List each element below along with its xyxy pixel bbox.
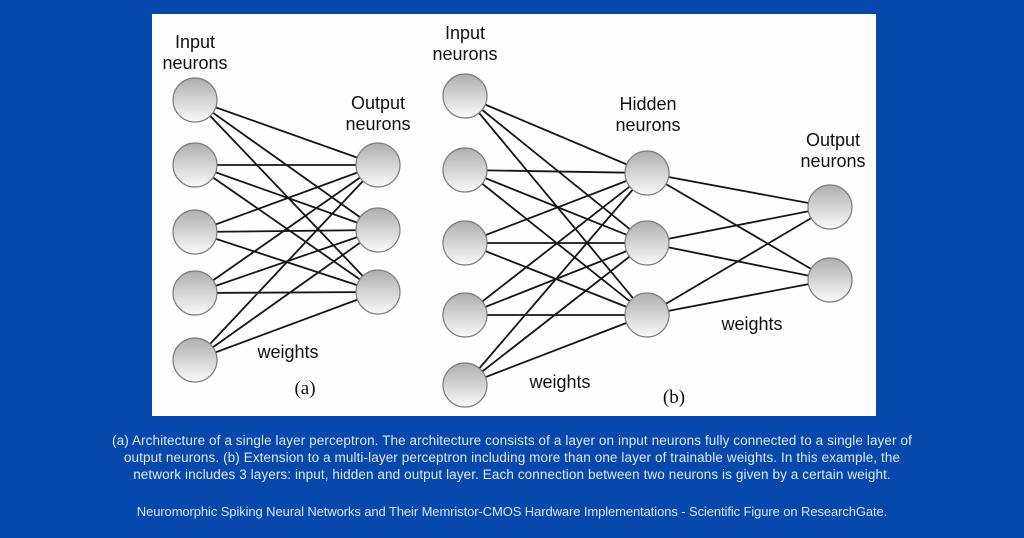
- output-layer-neuron: [355, 269, 401, 315]
- connection-line: [646, 279, 831, 316]
- connection-line: [646, 206, 831, 244]
- connection-line: [464, 95, 648, 316]
- connection-line: [194, 291, 379, 294]
- input-layer-neuron: [172, 209, 218, 255]
- output-layer-neuron: [807, 184, 853, 230]
- connection-line: [194, 164, 379, 361]
- caption-line-3: network includes 3 layers: input, hidden…: [133, 467, 891, 482]
- connection-line: [646, 206, 831, 316]
- connection-line: [646, 172, 831, 208]
- weights-label-2: weights: [720, 314, 782, 334]
- attribution-text: Neuromorphic Spiking Neural Networks and…: [136, 504, 888, 519]
- connection-line: [464, 95, 648, 244]
- output-layer-neuron: [355, 142, 401, 188]
- figure-caption: (a) Architecture of a single layer perce…: [0, 432, 1024, 483]
- input-layer-neuron: [442, 362, 488, 408]
- input-layer-neuron: [442, 147, 488, 193]
- input-layer-neuron: [442, 73, 488, 119]
- connection-line: [194, 164, 379, 294]
- connection-line: [194, 99, 379, 293]
- connection-line: [464, 242, 648, 386]
- panel-letter-a: (a): [294, 378, 315, 399]
- hidden-layer-neuron: [624, 292, 670, 338]
- connection-line: [464, 172, 648, 386]
- input-layer-neuron: [172, 142, 218, 188]
- panel-letter-b: (b): [663, 387, 685, 408]
- output-layer-neuron: [807, 257, 853, 303]
- connection-line: [464, 95, 648, 174]
- input-layer-neuron: [442, 292, 488, 338]
- connection-line: [194, 291, 379, 361]
- connection-line: [194, 164, 379, 231]
- connection-line: [194, 99, 379, 166]
- input-layer-neuron: [172, 337, 218, 383]
- input-layer-neuron: [172, 77, 218, 123]
- connection-line: [464, 314, 648, 386]
- input-layer-neuron: [442, 220, 488, 266]
- connection-line: [464, 172, 648, 316]
- connection-line: [464, 169, 648, 244]
- connection-line: [646, 172, 831, 281]
- input-layer-neuron: [172, 270, 218, 316]
- hidden-layer-neuron: [624, 150, 670, 196]
- caption-line-1: (a) Architecture of a single layer perce…: [112, 433, 912, 448]
- connection-line: [194, 229, 379, 361]
- connection-line: [464, 169, 648, 174]
- connection-line: [464, 172, 648, 244]
- weights-label: weights: [256, 342, 318, 362]
- connection-line: [194, 229, 379, 233]
- connection-line: [194, 164, 379, 233]
- caption-line-2: output neurons. (b) Extension to a multi…: [123, 450, 901, 465]
- weights-label: weights: [528, 372, 590, 392]
- output-layer-neuron: [355, 207, 401, 253]
- hidden-layer-neuron: [624, 220, 670, 266]
